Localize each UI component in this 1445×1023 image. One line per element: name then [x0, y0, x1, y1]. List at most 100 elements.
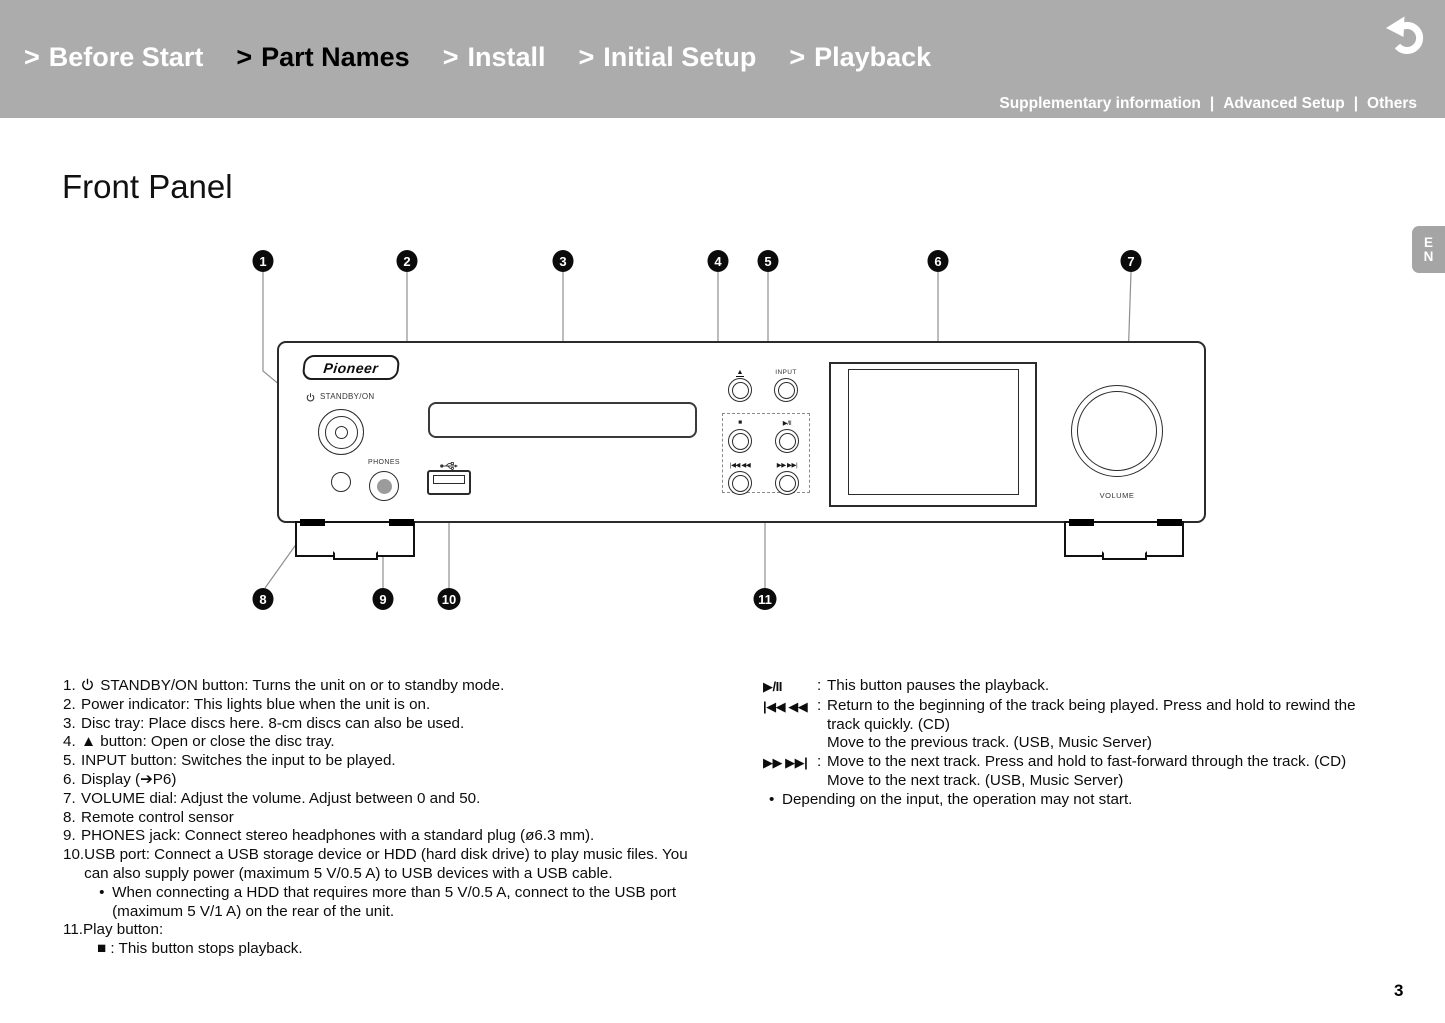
note-colon: : [817, 696, 822, 714]
foot-notch [1102, 551, 1147, 560]
note-marker: 5. [63, 752, 76, 770]
page-title: Front Panel [62, 168, 233, 206]
usb-icon [440, 462, 458, 470]
foot-tab [300, 519, 325, 526]
input-label: INPUT [775, 369, 797, 376]
nav-arrow: > [236, 42, 253, 72]
callout-badge-8: 8 [252, 588, 274, 610]
note-marker: 1. [63, 677, 76, 694]
transport-symbol-label: ▶/II [763, 679, 782, 694]
note-continuation: ■ : This button stops playback. [97, 940, 303, 958]
callout-badge-6: 6 [927, 250, 949, 272]
nav-arrow: > [442, 42, 459, 72]
note-text: USB port: Connect a USB storage device o… [84, 846, 711, 921]
note-marker: 4. [63, 733, 76, 751]
previous-button [728, 471, 752, 495]
note-item-2: 2. Power indicator: This lights blue when… [63, 696, 711, 715]
note-text: Play button:■ : This button stops playba… [83, 921, 711, 959]
callout-badge-1: 1 [252, 250, 274, 272]
next-symbol: ▶▶ ▶▶| [776, 462, 798, 469]
power-indicator [334, 425, 348, 439]
play-pause-symbol: ▶/II [782, 420, 792, 427]
stop-button [728, 429, 752, 453]
note-marker: 2. [63, 695, 76, 713]
note-item-3: 3.Disc tray: Place discs here. 8-cm disc… [63, 715, 711, 734]
foot-tab [1069, 519, 1094, 526]
language-tab-line1: E [1423, 234, 1433, 250]
note-text: Return to the beginning of the track bei… [827, 696, 1356, 752]
note-text: Move to the next track. Press and hold t… [827, 753, 1347, 789]
nav-arrow: > [24, 42, 40, 72]
secondary-nav: Supplementary information | Advanced Setup… [999, 95, 1417, 113]
note-item-9: 9.PHONES jack: Connect stereo headphones… [63, 827, 711, 846]
note-item-11: 11.Play button:■ : This button stops pla… [63, 921, 711, 959]
notes-column-right: ▶/II: This button pauses the playback. |◀◀… [763, 677, 1388, 810]
callout-badge-10: 10 [437, 588, 461, 610]
subnav-item-advanced-setup[interactable]: Advanced Setup [1223, 95, 1345, 112]
callout-badge-5: 5 [757, 250, 779, 272]
remote-control-sensor [331, 472, 351, 492]
note-marker: 6. [63, 770, 76, 788]
note-text: Disc tray: Place discs here. 8-cm discs … [81, 714, 465, 732]
volume-dial [1071, 385, 1163, 477]
nav-item-label: Playback [814, 42, 932, 72]
previous-symbol: |◀◀ ◀◀ [729, 462, 751, 469]
note-text: STANDBY/ON button: Turns the unit on or … [81, 677, 711, 696]
language-tab[interactable]: E N [1412, 226, 1445, 273]
subnav-item-supplementary-information[interactable]: Supplementary information [999, 95, 1201, 112]
transport-note-item: ▶/II: This button pauses the playback. [763, 677, 1388, 697]
note-item-6: 6. Display (➔P6) [63, 771, 711, 790]
display-bezel [829, 362, 1037, 507]
note-item-10: 10.USB port: Connect a USB storage devic… [63, 846, 711, 921]
stop-symbol: ■ [738, 419, 742, 426]
return-arrow-icon[interactable] [1384, 11, 1428, 57]
note-text: This button pauses the playback. [827, 677, 1050, 694]
top-navigation-bar: >Before Start>Part Names>Install>Initial… [0, 0, 1445, 118]
nav-item-initial-setup[interactable]: > Initial Setup [579, 42, 757, 73]
note-marker: 10. [63, 846, 85, 864]
nav-item-playback[interactable]: > Playback [789, 42, 931, 73]
note-text: Power indicator: This lights blue when t… [81, 695, 431, 713]
phones-jack [369, 471, 399, 501]
transport-symbol-label: |◀◀ ◀◀ [763, 698, 808, 714]
device-chassis [277, 341, 1206, 523]
foot-tab [389, 519, 414, 526]
device-foot-right [1064, 521, 1184, 557]
note-marker: 8. [63, 808, 76, 826]
note-item-1: 1. STANDBY/ON button: Turns the unit on … [63, 677, 711, 696]
note-sub-bullet: •When connecting a HDD that requires mor… [99, 883, 677, 920]
nav-item-label: Before Start [48, 42, 204, 72]
nav-item-part-names[interactable]: >Part Names [236, 42, 409, 73]
note-colon: : [817, 677, 822, 694]
display-screen [848, 369, 1019, 495]
note-text: Display (➔P6) [81, 770, 177, 788]
device-foot-left [295, 521, 415, 557]
transport-symbol-label: ▶▶ ▶▶| [763, 755, 808, 771]
phones-label: PHONES [368, 459, 400, 466]
nav-arrow: > [578, 42, 595, 72]
note-item-5: 5.INPUT button: Switches the input to be… [63, 752, 711, 771]
usb-port [427, 470, 471, 495]
usb-port-contact [433, 475, 465, 484]
nav-item-before-start[interactable]: > Before Start [24, 42, 203, 73]
transport-note-item: |◀◀ ◀◀: Return to the beginning of the tr… [763, 697, 1388, 753]
foot-notch [333, 551, 378, 560]
note-bullet-item: •Depending on the input, the operation m… [769, 790, 1133, 808]
note-marker: 11. [63, 921, 83, 939]
note-item-4: 4. ▲ button: Open or close the disc tray. [63, 733, 711, 752]
nav-item-install[interactable]: >Install [443, 42, 546, 73]
power-icon [82, 678, 93, 691]
subnav-item-others[interactable]: Others [1367, 95, 1417, 112]
disc-tray [428, 402, 697, 438]
power-icon [306, 393, 315, 402]
subnav-separator: | [1209, 95, 1215, 112]
note-text: ▲ button: Open or close the disc tray. [81, 733, 335, 751]
volume-label: VOLUME [1099, 491, 1135, 500]
eject-button [728, 378, 752, 402]
callout-badge-9: 9 [372, 588, 394, 610]
nav-item-label: Initial Setup [603, 42, 757, 72]
callout-badge-3: 3 [552, 250, 574, 272]
notes-column-left: 1. STANDBY/ON button: Turns the unit on … [63, 677, 711, 959]
nav-arrow: > [789, 42, 806, 72]
standby-button-ring [324, 415, 358, 449]
